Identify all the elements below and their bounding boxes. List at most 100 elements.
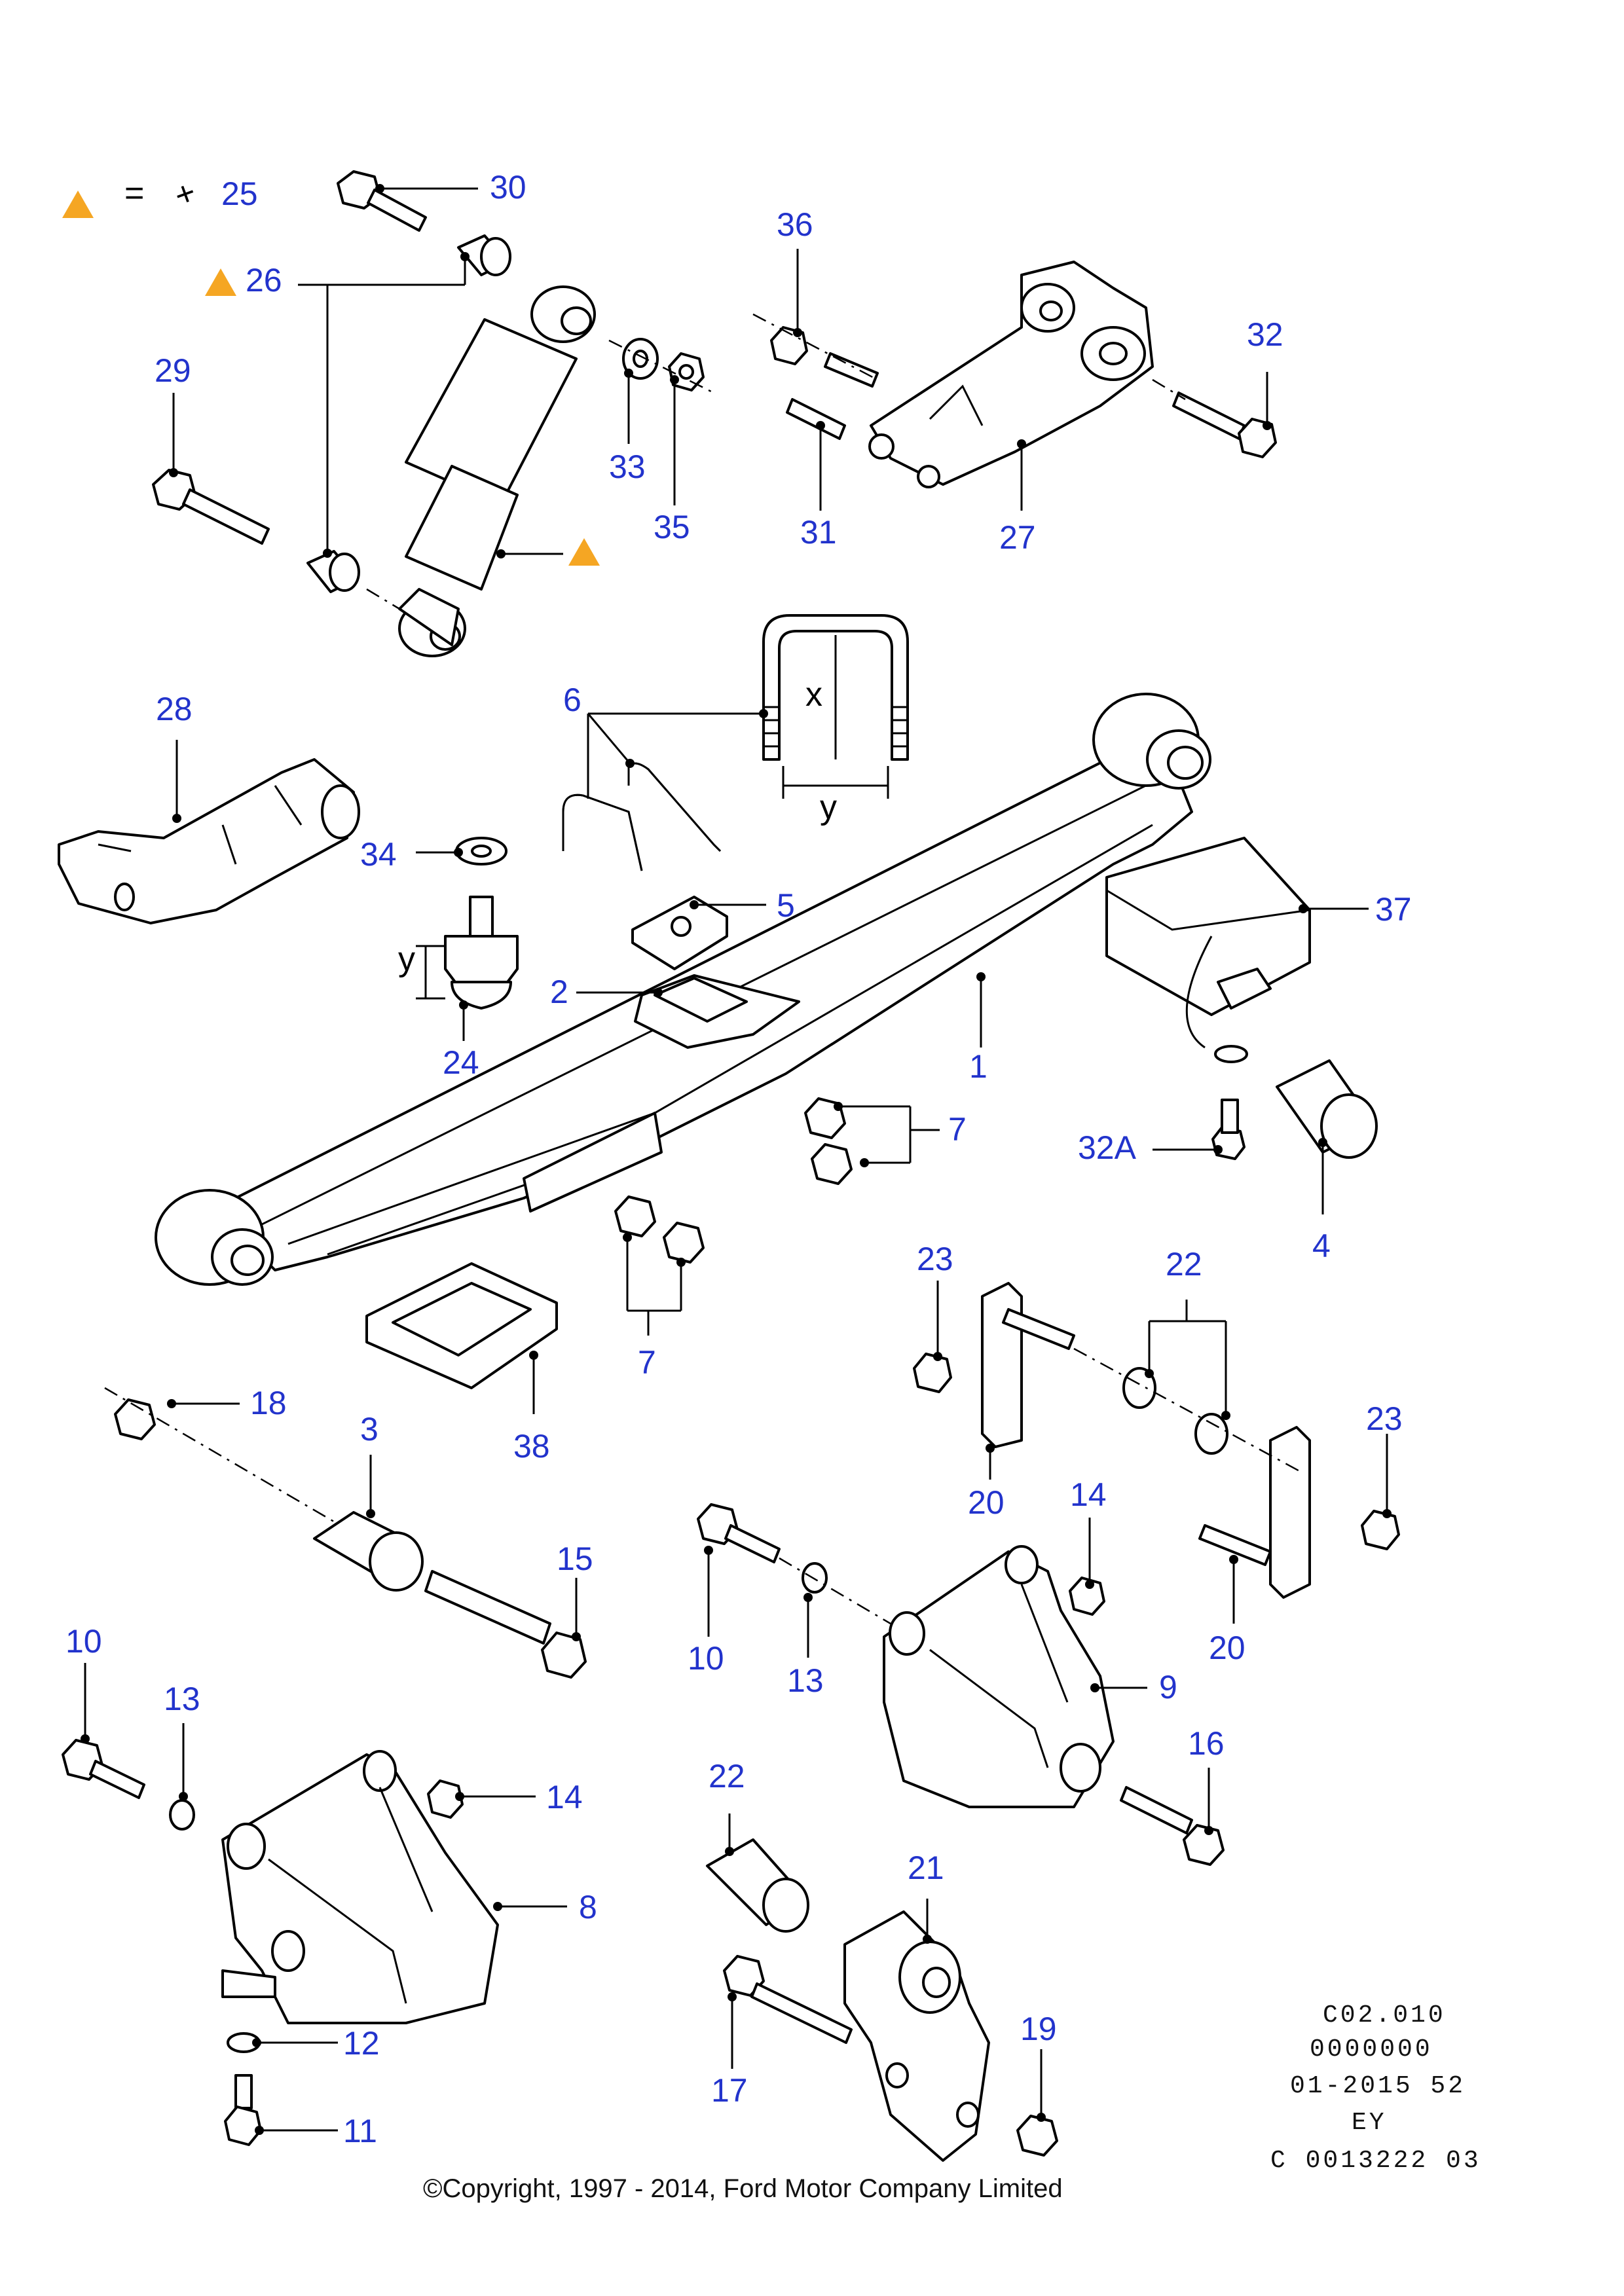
shackle-21-assembly [706,1838,1058,2162]
bump-stop-24: y [398,837,519,1010]
label-6: 6 [563,682,581,718]
bolt-11 [224,2105,262,2146]
bush-26-upper [457,234,511,276]
bolt-30 [337,170,427,232]
bolt-32 [1172,392,1277,458]
label-35: 35 [654,509,690,545]
u-bolt-dimension-detail: x y [762,614,909,826]
label-31: 31 [800,514,837,551]
label-22a: 22 [1166,1246,1202,1283]
label-37: 37 [1375,891,1412,928]
triangle-shock-icon [568,538,600,566]
nut-18 [114,1398,156,1440]
pad-38 [365,1262,558,1389]
label-33: 33 [609,448,646,485]
label-4: 4 [1312,1228,1331,1264]
nuts-7-upper [804,1097,853,1185]
label-5: 5 [777,887,795,924]
spring-seat-37 [1105,837,1311,1160]
plate-5 [631,896,728,970]
nut-14-right [1069,1576,1105,1616]
label-27: 27 [999,519,1036,556]
label-32A: 32A [1078,1129,1137,1166]
label-32: 32 [1247,316,1283,353]
shackle-plate-20-left [981,1282,1023,1448]
shock-absorber [398,285,596,657]
leaf-spring-1 [155,693,1211,1286]
label-13b: 13 [164,1681,200,1717]
label-38: 38 [513,1428,550,1465]
legend-value: 25 [221,175,258,212]
triangle-26-icon [205,268,236,296]
bush-22-b [1194,1413,1228,1455]
washer-13-left [169,1799,195,1831]
label-10b: 10 [65,1623,102,1660]
label-2: 2 [550,974,568,1010]
nut-23-right [1361,1510,1400,1550]
reference-block: C02.010 0000000 01-2015 52 EY C 0013222 … [1270,2001,1481,2175]
bush-26-lower [306,550,360,593]
bracket-28 [58,758,360,924]
dimension-y-bumpstop: y [398,940,415,978]
label-15: 15 [557,1540,593,1577]
label-24: 24 [443,1044,479,1081]
label-36: 36 [777,206,813,243]
legend-equals: = [124,174,144,212]
bracket-8 [62,1739,499,2146]
label-22b: 22 [709,1758,745,1795]
nut-23-left [913,1353,952,1393]
leader-lines [81,184,1392,2135]
bolt-15-assembly [104,1387,587,1679]
ref-line-2: 0000000 [1310,2035,1433,2064]
label-14b: 14 [546,1779,583,1815]
label-18: 18 [250,1385,287,1421]
shock-absorber-assembly [152,170,714,657]
label-20b: 20 [1209,1630,1246,1666]
u-bolt-6 [562,762,722,871]
label-16: 16 [1188,1725,1225,1762]
ref-line-4: EY [1352,2109,1387,2137]
ref-line-5: C 0013222 03 [1270,2147,1481,2175]
label-3: 3 [360,1411,378,1448]
legend-cross: + [170,173,201,215]
label-26: 26 [246,262,282,299]
bolt-17 [723,1955,765,1997]
label-1: 1 [969,1048,987,1085]
dimension-x: x [805,676,822,714]
ref-line-3: 01-2015 52 [1290,2072,1466,2100]
label-9: 9 [1159,1669,1177,1705]
shackle-assembly-upper [913,1282,1400,1599]
label-14a: 14 [1070,1476,1107,1513]
label-12: 12 [343,2025,380,2062]
bolt-16 [1183,1824,1225,1866]
label-7a: 7 [948,1111,967,1148]
ref-line-1: C02.010 [1323,2001,1446,2030]
label-23b: 23 [1366,1400,1403,1437]
label-19: 19 [1020,2011,1057,2047]
label-21: 21 [908,1850,944,1886]
label-11: 11 [343,2113,377,2149]
label-23a: 23 [917,1241,953,1277]
orange-triangle-icon [62,191,94,218]
part-labels: 30 26 29 33 35 36 32 31 27 28 6 5 34 24 … [65,169,1412,2149]
label-28: 28 [156,691,193,727]
legend: = + 25 [62,173,258,218]
washer-13-right [802,1562,828,1594]
dimension-y-ubolt: y [820,788,837,826]
bolt-15-head [541,1631,587,1679]
bracket-27-assembly [752,261,1277,488]
label-34: 34 [360,836,397,873]
copyright: ©Copyright, 1997 - 2014, Ford Motor Comp… [423,2174,1063,2203]
label-29: 29 [155,352,191,389]
bolt-31 [786,398,846,440]
label-13a: 13 [787,1662,824,1699]
bush-22-a [1122,1367,1156,1409]
label-20a: 20 [968,1484,1005,1521]
bolt-29 [152,469,270,545]
nuts-7-lower [614,1195,705,1264]
shackle-plate-20-right [1269,1426,1311,1599]
bush-4 [1276,1059,1378,1159]
label-7b: 7 [638,1344,656,1381]
bolt-32A [1211,1099,1246,1160]
